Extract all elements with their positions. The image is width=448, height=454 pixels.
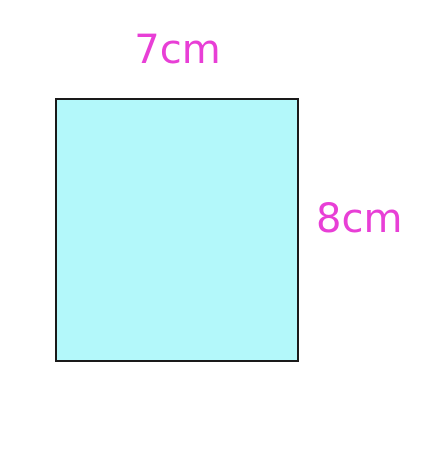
rectangle-shape [55, 98, 299, 362]
width-label: 7cm [134, 27, 221, 73]
height-label: 8cm [316, 196, 403, 242]
